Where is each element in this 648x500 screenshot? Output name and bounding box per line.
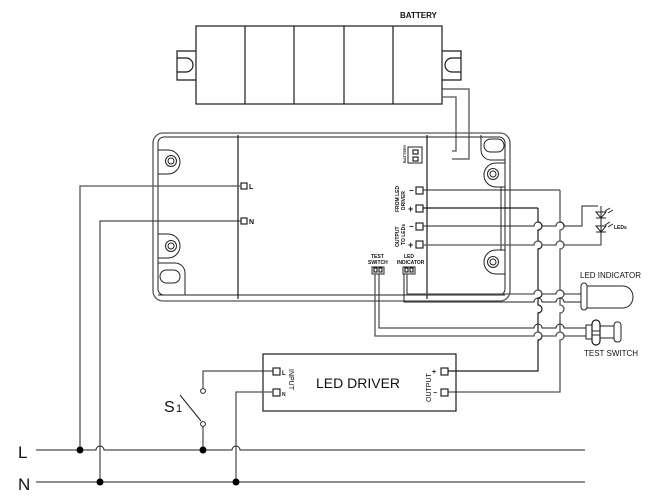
wire-led-indicator-2 (403, 274, 581, 303)
mains-l-label: L (18, 443, 27, 462)
test-switch-connector: TEST SWITCH (368, 254, 388, 275)
module-terminal-n: N (240, 217, 254, 226)
wire-test-switch-1 (378, 274, 586, 329)
battery-mount-tab-right (442, 50, 462, 81)
svg-text:N: N (249, 219, 254, 226)
wire-driver-n (235, 391, 273, 482)
switch-subscript: 1 (176, 403, 182, 415)
driver-output-minus-terminal (440, 388, 449, 397)
from-driver-minus-terminal (415, 186, 424, 195)
driver-input-n-terminal (272, 388, 281, 397)
wire-output-plus (423, 236, 602, 246)
mount-slot-right (480, 135, 505, 161)
test-switch-label: TEST SWITCH (584, 349, 638, 358)
svg-text:−: − (409, 222, 414, 231)
battery-connector: BATTERY (402, 144, 423, 164)
svg-text:+: + (408, 240, 413, 250)
svg-text:+: + (408, 204, 413, 214)
led-driver-body (262, 353, 457, 412)
led-driver: L N INPUT LED DRIVER OUTPUT + − (262, 353, 457, 412)
mains-n-label: N (18, 475, 30, 494)
svg-text:INDICATOR: INDICATOR (397, 260, 425, 266)
svg-text:BATTERY: BATTERY (402, 144, 407, 163)
led-indicator-label: LED INDICATOR (580, 271, 641, 280)
battery-pack: BATTERY (176, 11, 470, 160)
driver-input-label: INPUT (287, 369, 294, 391)
emergency-module: L N BATTERY FROM LED DRIVER − + OUTPUT T… (152, 132, 511, 302)
wire-driver-plus-bus (448, 208, 543, 372)
mount-hole-right-top (483, 162, 505, 188)
output-to-leds-terminals: OUTPUT TO LEDs − + (395, 222, 424, 250)
svg-text:TEST: TEST (371, 254, 384, 260)
svg-text:DRIVER: DRIVER (401, 191, 407, 210)
wire-module-l (79, 185, 241, 450)
from-driver-plus-terminal (415, 204, 424, 213)
svg-text:TO LEDs: TO LEDs (401, 224, 407, 245)
led-indicator-icon: LED INDICATOR (580, 271, 641, 311)
wire-driver-minus-bus (448, 190, 565, 393)
svg-text:LED: LED (404, 254, 414, 260)
junction-dot (96, 478, 104, 486)
svg-text:SWITCH: SWITCH (368, 260, 388, 266)
mount-hole-left-top (158, 149, 181, 175)
from-driver-terminals: FROM LED DRIVER − + (395, 186, 424, 214)
wire-module-n (99, 220, 241, 482)
driver-output-label: OUTPUT (426, 373, 433, 403)
battery-body (195, 25, 443, 105)
battery-label: BATTERY (400, 11, 438, 20)
switch-contact-bottom (200, 421, 206, 427)
output-minus-terminal (415, 222, 424, 231)
switch-lever[interactable] (179, 394, 202, 422)
led-indicator-connector: LED INDICATOR (397, 254, 425, 275)
battery-mount-tab-left (176, 50, 196, 81)
driver-title: LED DRIVER (316, 375, 400, 391)
svg-text:−: − (409, 186, 414, 195)
module-housing (152, 132, 511, 302)
wire-switch-top (202, 370, 273, 388)
svg-text:−: − (433, 390, 437, 397)
driver-output-plus-terminal (440, 367, 449, 376)
led-string: LEDs (594, 206, 627, 236)
switch-contact-top (200, 388, 206, 394)
driver-input-l-terminal (272, 367, 281, 376)
mount-hole-left-bottom (158, 233, 181, 259)
module-housing-inner (157, 136, 506, 296)
battery-lead-1 (442, 88, 470, 160)
svg-text:L: L (249, 184, 254, 191)
svg-text:L: L (282, 371, 286, 377)
test-switch-icon: TEST SWITCH (584, 319, 638, 358)
mount-slot-left (158, 262, 186, 295)
wire-test-switch-2 (374, 274, 586, 337)
wire-led-indicator-1 (406, 274, 581, 295)
switch-label: S (164, 399, 175, 416)
junction-dot (76, 446, 84, 454)
svg-text:OUTPUT: OUTPUT (395, 226, 401, 247)
led-diode-icon (594, 207, 614, 219)
svg-text:FROM LED: FROM LED (395, 186, 401, 212)
svg-text:N: N (282, 392, 286, 398)
mount-hole-right-bottom (483, 249, 505, 275)
output-plus-terminal (415, 240, 424, 249)
module-terminal-l: L (240, 182, 254, 191)
wire-output-minus (423, 205, 598, 227)
leds-label: LEDs (614, 225, 627, 231)
junction-dot (199, 446, 207, 454)
battery-lead-2 (442, 96, 457, 152)
svg-text:+: + (432, 369, 436, 376)
led-diode-icon (594, 221, 614, 233)
junction-dot (232, 478, 240, 486)
mains-line-l (36, 445, 585, 451)
